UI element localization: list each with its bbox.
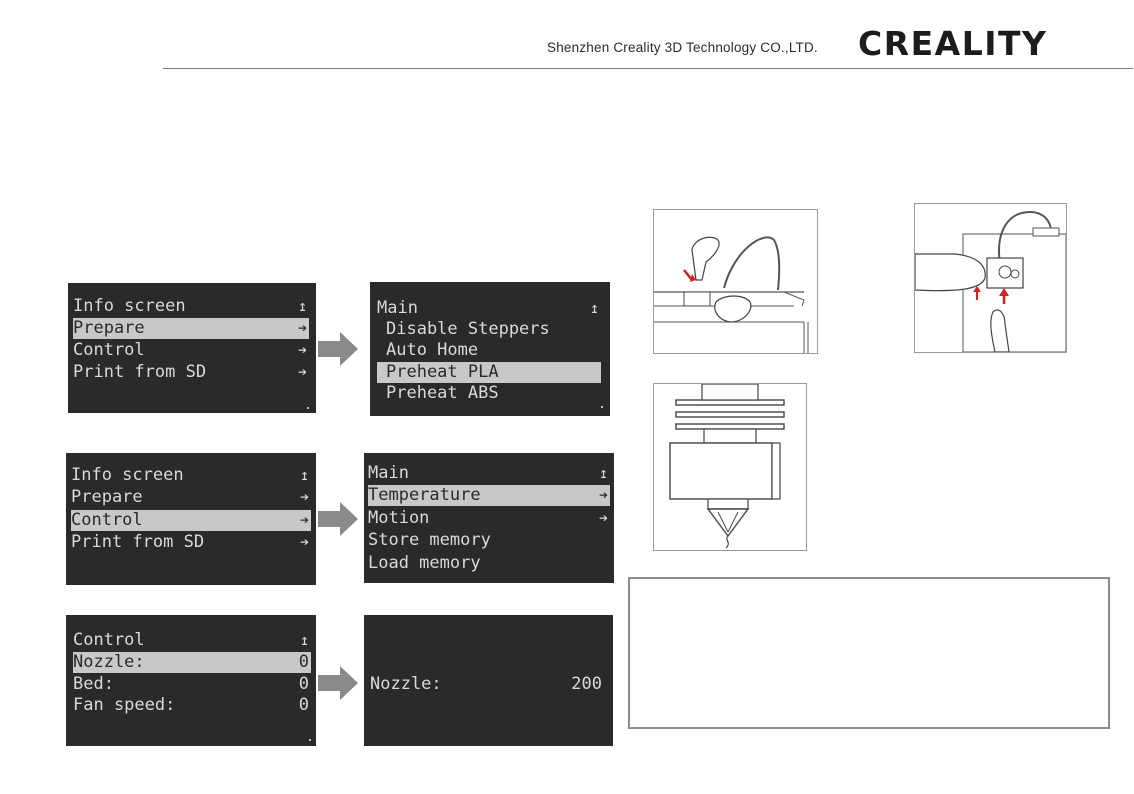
lcd-row-label: Prepare — [73, 318, 145, 338]
lcd-row: Print from SD ➔ — [73, 362, 309, 383]
lcd-row: Bed: 0 — [73, 674, 311, 695]
right-arrow-icon: ➔ — [297, 363, 307, 381]
lcd-row: Prepare ➔ — [71, 487, 311, 508]
creality-logo: CREALITY — [858, 24, 1048, 63]
lcd-row-selected: Prepare ➔ — [73, 318, 309, 339]
lcd-row-label: Nozzle: — [370, 674, 442, 694]
lcd-row-label: Info screen — [73, 296, 186, 316]
lcd-row: Store memory — [368, 530, 610, 551]
lcd-row-label: Load memory — [368, 553, 481, 573]
header-company-name: Shenzhen Creality 3D Technology CO.,LTD. — [547, 40, 818, 55]
lcd-row: Main ↥ — [368, 463, 610, 484]
right-arrow-icon: ➔ — [598, 486, 608, 504]
lcd-row-label: Auto Home — [386, 340, 479, 360]
lcd-row: Load memory — [368, 553, 610, 574]
lcd-row: Control ↥ — [73, 630, 311, 651]
lcd-row-label: Prepare — [71, 487, 143, 507]
lcd-screen-main-menu: Info screen ↥ Prepare ➔ Control ➔ Print fro… — [68, 283, 316, 413]
lcd-screen-nozzle-setting: Nozzle: 200 — [364, 615, 613, 746]
gray-right-arrow-icon — [318, 666, 358, 700]
lcd-row-label: Control — [71, 510, 143, 530]
lcd-row-value: 200 — [571, 674, 602, 694]
back-up-icon: ↥ — [297, 297, 307, 315]
lcd-row: Main ↥ — [377, 298, 601, 319]
lcd-row-label: Main — [368, 463, 409, 483]
right-arrow-icon: ➔ — [598, 509, 608, 527]
lcd-dot — [309, 739, 311, 741]
lcd-dot — [601, 406, 603, 408]
lcd-row-label: Main — [377, 298, 418, 318]
lcd-row: Auto Home — [377, 340, 601, 361]
lcd-row: Nozzle: 200 — [370, 674, 604, 695]
lcd-row-label: Print from SD — [71, 532, 205, 552]
lcd-row: Control ➔ — [73, 340, 309, 361]
leveling-paper-illustration — [653, 209, 818, 354]
back-up-icon: ↥ — [598, 464, 608, 482]
lcd-row: Preheat ABS — [377, 383, 601, 404]
header-divider — [163, 68, 1133, 69]
lcd-row: Motion ➔ — [368, 508, 610, 529]
right-arrow-icon: ➔ — [299, 533, 309, 551]
lcd-row-label: Bed: — [73, 674, 114, 694]
lcd-screen-temperature-menu: Control ↥ Nozzle: 0 Bed: 0 Fan speed: 0 — [66, 615, 316, 746]
back-up-icon: ↥ — [299, 466, 309, 484]
lcd-row-label: Print from SD — [73, 362, 207, 382]
gray-right-arrow-icon — [318, 332, 358, 366]
lcd-row: Info screen ↥ — [73, 296, 309, 317]
lcd-screen-prepare-menu: Main ↥ Disable Steppers Auto Home Preheat… — [370, 282, 610, 416]
lcd-row: Info screen ↥ — [71, 465, 311, 486]
lcd-row-label: Preheat ABS — [386, 383, 499, 403]
lcd-row-label: Store memory — [368, 530, 491, 550]
back-up-icon: ↥ — [589, 299, 599, 317]
lcd-row-label: Temperature — [368, 485, 481, 505]
lcd-row-selected: Control ➔ — [71, 510, 311, 531]
lcd-row-value: 0 — [298, 674, 309, 694]
lcd-screen-control-menu: Main↥ Temperature➔ Motion➔ Store memory … — [364, 453, 614, 583]
lcd-row-value: 0 — [298, 695, 309, 715]
gray-right-arrow-icon — [318, 502, 358, 536]
lcd-row: Print from SD ➔ — [71, 532, 311, 553]
lcd-dot — [307, 407, 309, 409]
lcd-row-value: 0 — [298, 652, 309, 672]
lcd-row-label: Motion — [368, 508, 430, 528]
extruder-feed-illustration — [914, 203, 1067, 353]
note-box — [628, 577, 1110, 729]
right-arrow-icon: ➔ — [297, 341, 307, 359]
right-arrow-icon: ➔ — [299, 511, 309, 529]
lcd-row-selected: Temperature ➔ — [368, 485, 610, 506]
lcd-row: Fan speed: 0 — [73, 695, 311, 716]
lcd-row-label: Preheat PLA — [386, 362, 499, 382]
lcd-row-label: Disable Steppers — [386, 319, 550, 339]
lcd-row-label: Control — [73, 630, 145, 650]
lcd-row-selected: Nozzle: 0 — [73, 652, 311, 673]
hotend-nozzle-illustration — [653, 383, 807, 551]
lcd-row-label: Info screen — [71, 465, 184, 485]
lcd-row: Disable Steppers — [377, 319, 601, 340]
lcd-row-label: Nozzle: — [73, 652, 145, 672]
back-up-icon: ↥ — [299, 631, 309, 649]
lcd-screen-main-menu-control: Info screen ↥ Prepare ➔ Control ➔ Print fro… — [66, 453, 316, 585]
lcd-row-label: Control — [73, 340, 145, 360]
right-arrow-icon: ➔ — [297, 319, 307, 337]
right-arrow-icon: ➔ — [299, 488, 309, 506]
lcd-row-selected: Preheat PLA — [377, 362, 601, 383]
lcd-row-label: Fan speed: — [73, 695, 176, 715]
